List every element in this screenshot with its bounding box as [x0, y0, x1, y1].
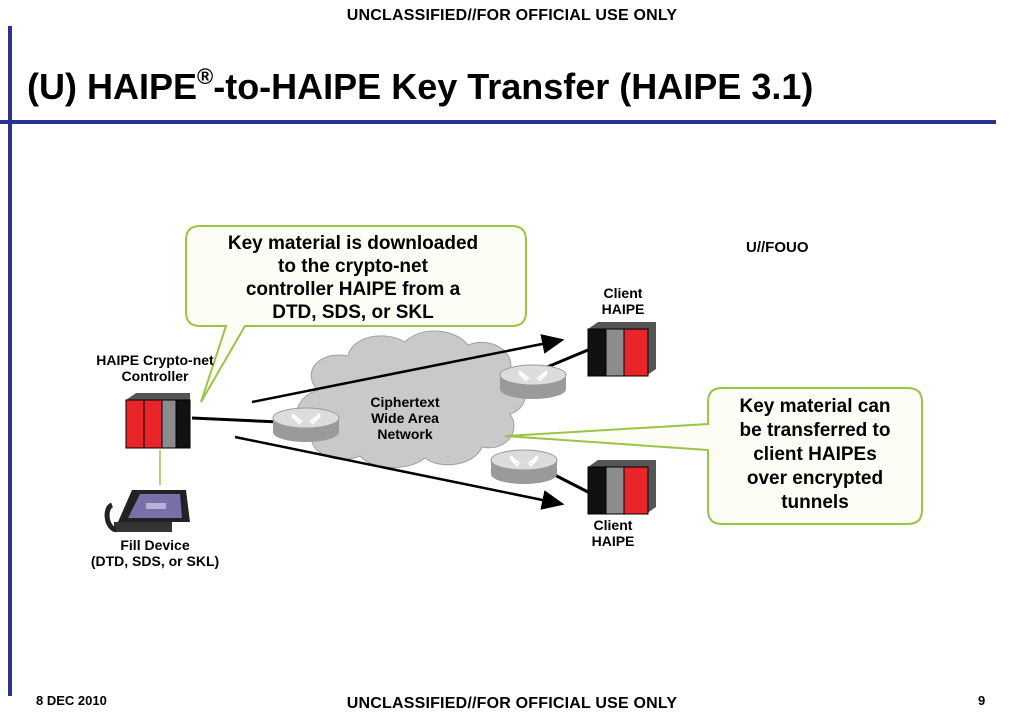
- registered-mark: ®: [197, 64, 214, 89]
- title-underline: [0, 120, 996, 124]
- slide-title: (U) HAIPE®-to-HAIPE Key Transfer (HAIPE …: [27, 64, 814, 107]
- fill-device-icon: [104, 490, 190, 533]
- callout-transfer-bubble: [504, 387, 923, 525]
- callout-transfer-text: Key material can be transferred to clien…: [739, 396, 891, 513]
- callout-download-bubble: [185, 225, 527, 403]
- classification-banner-bottom: UNCLASSIFIED//FOR OFFICIAL USE ONLY: [346, 695, 678, 712]
- haipe-controller-device: [125, 393, 191, 449]
- router-icon: [490, 449, 558, 484]
- fill-device-label: Fill Device (DTD, SDS, or SKL): [90, 537, 220, 569]
- footer-date: 8 DEC 2010: [36, 693, 107, 708]
- client-haipe-top-device: [587, 322, 656, 377]
- fouo-marking: U//FOUO: [746, 239, 809, 256]
- controller-label: HAIPE Crypto-net Controller: [96, 352, 214, 384]
- client-haipe-top-label: Client HAIPE: [601, 285, 645, 317]
- left-accent-bar: [8, 26, 12, 696]
- router-icon: [272, 407, 340, 442]
- arrow-to-client-bottom: [234, 435, 565, 510]
- arrow-to-client-top: [251, 334, 565, 404]
- client-haipe-bottom-label: Client HAIPE: [591, 517, 635, 549]
- link-controller-router: [191, 416, 281, 424]
- page-number: 9: [978, 693, 986, 708]
- client-haipe-bottom-device: [587, 460, 656, 515]
- network-label: Ciphertext Wide Area Network: [370, 394, 440, 442]
- classification-banner-top: UNCLASSIFIED//FOR OFFICIAL USE ONLY: [346, 7, 678, 24]
- callout-download-text: Key material is downloaded to the crypto…: [227, 233, 479, 323]
- router-icon: [499, 364, 567, 399]
